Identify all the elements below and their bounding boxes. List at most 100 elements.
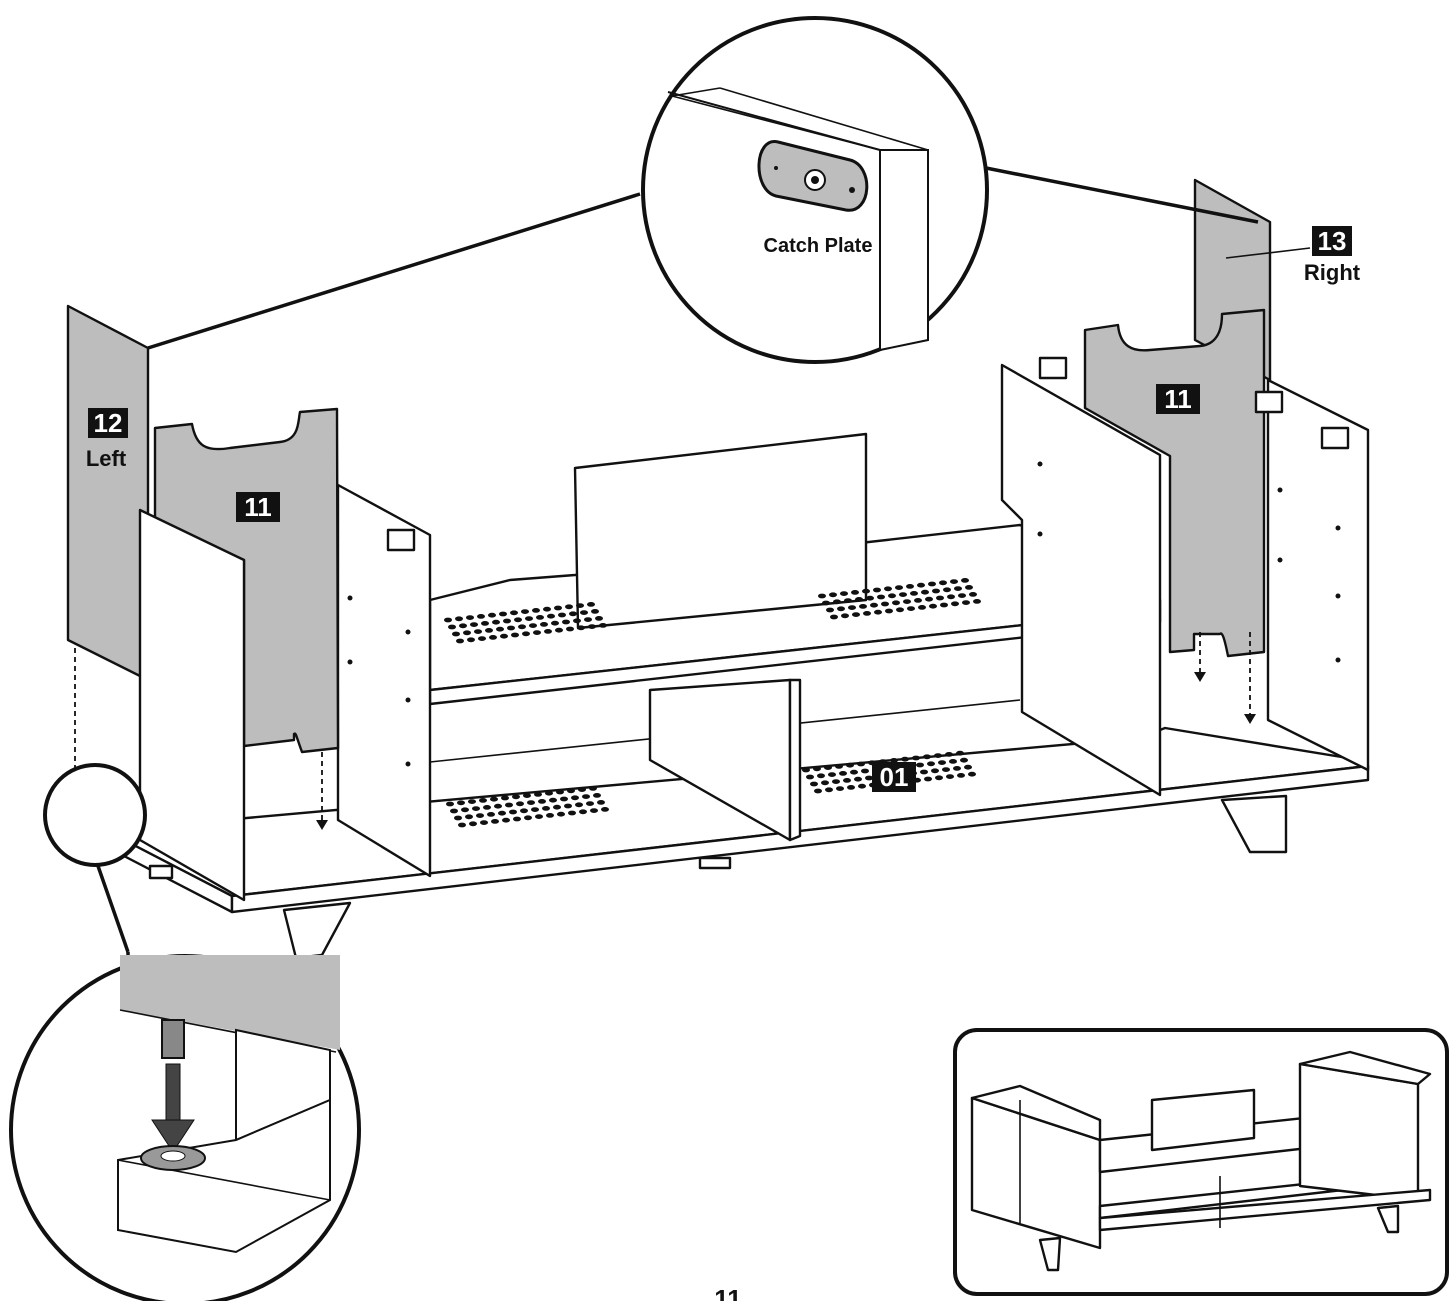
vent-hole [544,629,552,634]
vent-hole [881,601,889,607]
vent-hole [821,780,829,786]
vent-hole [567,788,575,794]
vent-hole [474,629,482,634]
vent-hole [857,761,865,767]
vent-hole [487,812,495,817]
vent-hole [476,813,484,818]
vent-hole [890,758,898,763]
label-11-right: 11 [1156,384,1200,414]
vent-hole [556,789,564,795]
vent-hole [452,631,460,637]
vent-hole [907,606,915,611]
vent-hole [500,633,508,639]
vent-hole [516,801,524,807]
vent-hole [589,786,597,791]
left-section [66,304,432,902]
vent-hole [535,814,543,819]
vent-hole [576,603,584,608]
vent-hole [520,808,528,814]
vent-hole [895,585,903,590]
vent-hole [828,772,836,777]
vent-hole [590,808,598,813]
vent-hole [923,754,931,760]
finished-view-inset [953,1028,1449,1296]
vent-hole [802,767,810,773]
vent-hole [945,752,953,757]
vent-hole [942,767,950,772]
vent-hole [505,802,513,808]
vent-hole [562,619,570,625]
vent-hole [459,623,467,629]
vent-hole [490,796,498,802]
right-section [1000,178,1370,797]
vent-hole [510,610,518,616]
vent-hole [899,592,907,597]
vent-hole [958,593,966,598]
vent-hole [858,783,866,789]
vent-hole [817,773,825,779]
vent-hole [457,800,465,806]
vent-hole [836,786,844,791]
vent-hole [554,605,562,611]
vent-hole [477,614,485,619]
vent-hole [810,781,818,787]
vent-hole [479,798,487,803]
vent-hole [936,595,944,601]
vent-hole [855,597,863,602]
vent-hole [485,628,493,633]
vent-hole [865,775,873,781]
vent-hole [555,627,563,633]
vent-hole [507,625,515,631]
vent-hole [847,785,855,790]
vent-hole [527,800,535,805]
cam-bracket-icon [1038,356,1068,380]
vent-hole [454,815,462,821]
vent-hole [470,622,478,627]
vent-hole [931,768,939,774]
vent-hole [839,771,847,776]
vent-hole [501,795,509,801]
arrow-down-icon [151,1063,195,1153]
vent-hole [884,586,892,592]
vent-hole [906,584,914,589]
vent-hole [824,765,832,770]
vent-hole [522,631,530,637]
catch-plate-icon [757,140,869,212]
vent-hole [885,608,893,614]
page-number: 11 [714,1284,742,1301]
vent-hole [499,611,507,617]
vent-hole [910,591,918,596]
vent-hole [579,809,587,815]
vent-hole [463,630,471,636]
label-12-left: 12 Left [86,408,128,471]
vent-hole [478,636,486,641]
vent-hole [841,613,849,619]
vent-hole [601,807,609,812]
vent-hole [861,768,869,774]
vent-hole [511,632,519,638]
vent-hole [503,618,511,624]
vent-hole [850,769,858,775]
label-01-base: 01 [872,762,916,792]
vent-hole [494,803,502,809]
vent-hole [584,617,592,622]
vent-hole [854,776,862,782]
vent-hole [587,602,595,607]
vent-hole [599,623,607,628]
vent-hole [859,604,867,609]
vent-hole [448,624,456,630]
vent-hole [534,792,542,797]
vent-hole [892,600,900,606]
vent-hole [582,794,590,799]
vent-hole [896,607,904,613]
vent-hole [588,624,596,629]
vent-hole [455,616,463,622]
vent-hole [593,793,601,798]
vent-hole [870,602,878,608]
svg-text:13: 13 [1318,226,1347,256]
svg-text:01: 01 [880,762,909,792]
vent-hole [512,794,520,800]
svg-text:11: 11 [1164,384,1192,414]
vent-hole [863,611,871,616]
vent-hole [551,620,559,626]
